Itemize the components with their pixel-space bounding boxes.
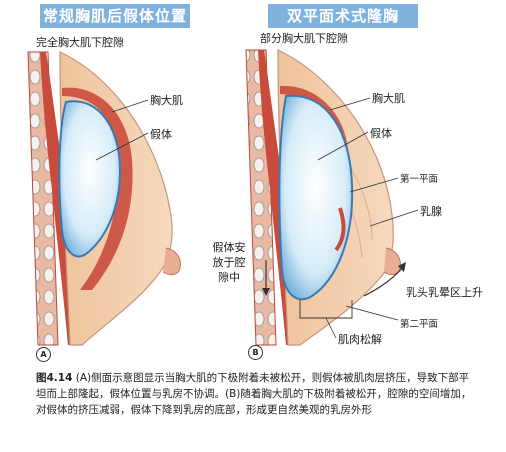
caption-fig-label: 图4.14 [36, 372, 73, 384]
panel-a-marker: A [36, 347, 51, 362]
panel-a-title: 常规胸肌后假体位置 [40, 4, 190, 28]
panel-a-label-implant: 假体 [150, 128, 172, 141]
panel-a-subtitle: 完全胸大肌下腔隙 [36, 36, 124, 49]
panel-b-label-muscle: 胸大肌 [372, 92, 405, 105]
panel-b-nipple [383, 247, 401, 276]
panel-a-nipple [162, 247, 181, 276]
panel-b-figure [245, 49, 419, 346]
panel-b-label-release: 肌肉松解 [338, 333, 382, 346]
panel-b-label-shift: 假体安放于腔隙中 [212, 241, 246, 284]
figure-caption: 图4.14 (A)侧面示意图显示当胸大肌的下极附着未被松开，则假体被肌肉层挤压，… [36, 370, 476, 418]
panel-b-marker: B [248, 345, 263, 360]
caption-text: (A)侧面示意图显示当胸大肌的下极附着未被松开，则假体被肌肉层挤压，导致下部平坦… [36, 372, 472, 416]
panel-b-label-implant: 假体 [370, 127, 392, 140]
panel-a-label-muscle: 胸大肌 [150, 94, 183, 107]
panel-b-subtitle: 部分胸大肌下腔隙 [260, 32, 348, 45]
panel-a-implant [58, 100, 122, 258]
panel-b-label-plane2: 第二平面 [400, 319, 439, 330]
panel-b-title: 双平面术式隆胸 [268, 4, 418, 28]
panel-b-label-gland: 乳腺 [420, 205, 442, 218]
panel-b-implant [278, 94, 354, 301]
panel-b-label-nipple-rise: 乳头乳晕区上升 [406, 286, 483, 299]
panel-b-label-plane1: 第一平面 [400, 174, 439, 185]
panel-a-figure [27, 51, 181, 346]
